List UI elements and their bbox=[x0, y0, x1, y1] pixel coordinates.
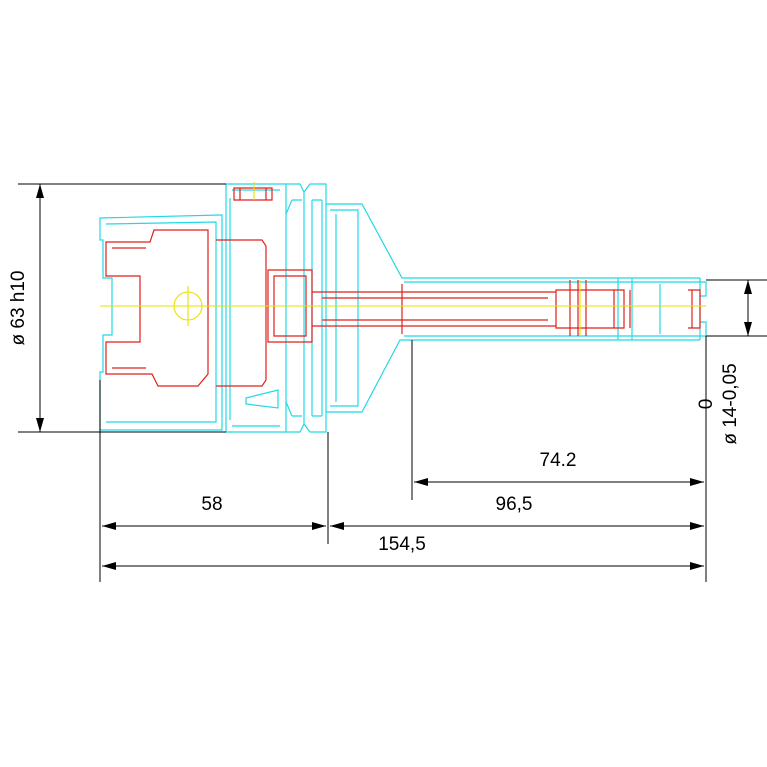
internal-parts bbox=[105, 187, 701, 387]
centerlines bbox=[100, 182, 706, 336]
length-c-label: 74.2 bbox=[540, 450, 577, 471]
length-a-label: 58 bbox=[201, 494, 222, 515]
overall-diameter-label: ø 63 h10 bbox=[8, 271, 29, 346]
length-total-label: 154,5 bbox=[378, 534, 426, 555]
shank-tolerance-upper-label: 0 bbox=[696, 399, 717, 410]
length-b-label: 96,5 bbox=[496, 494, 533, 515]
dimension-lines bbox=[18, 183, 767, 582]
holder-outline bbox=[99, 183, 707, 433]
shank-diameter-label: ø 14-0,05 bbox=[720, 363, 741, 444]
dimension-arrows bbox=[36, 184, 752, 570]
